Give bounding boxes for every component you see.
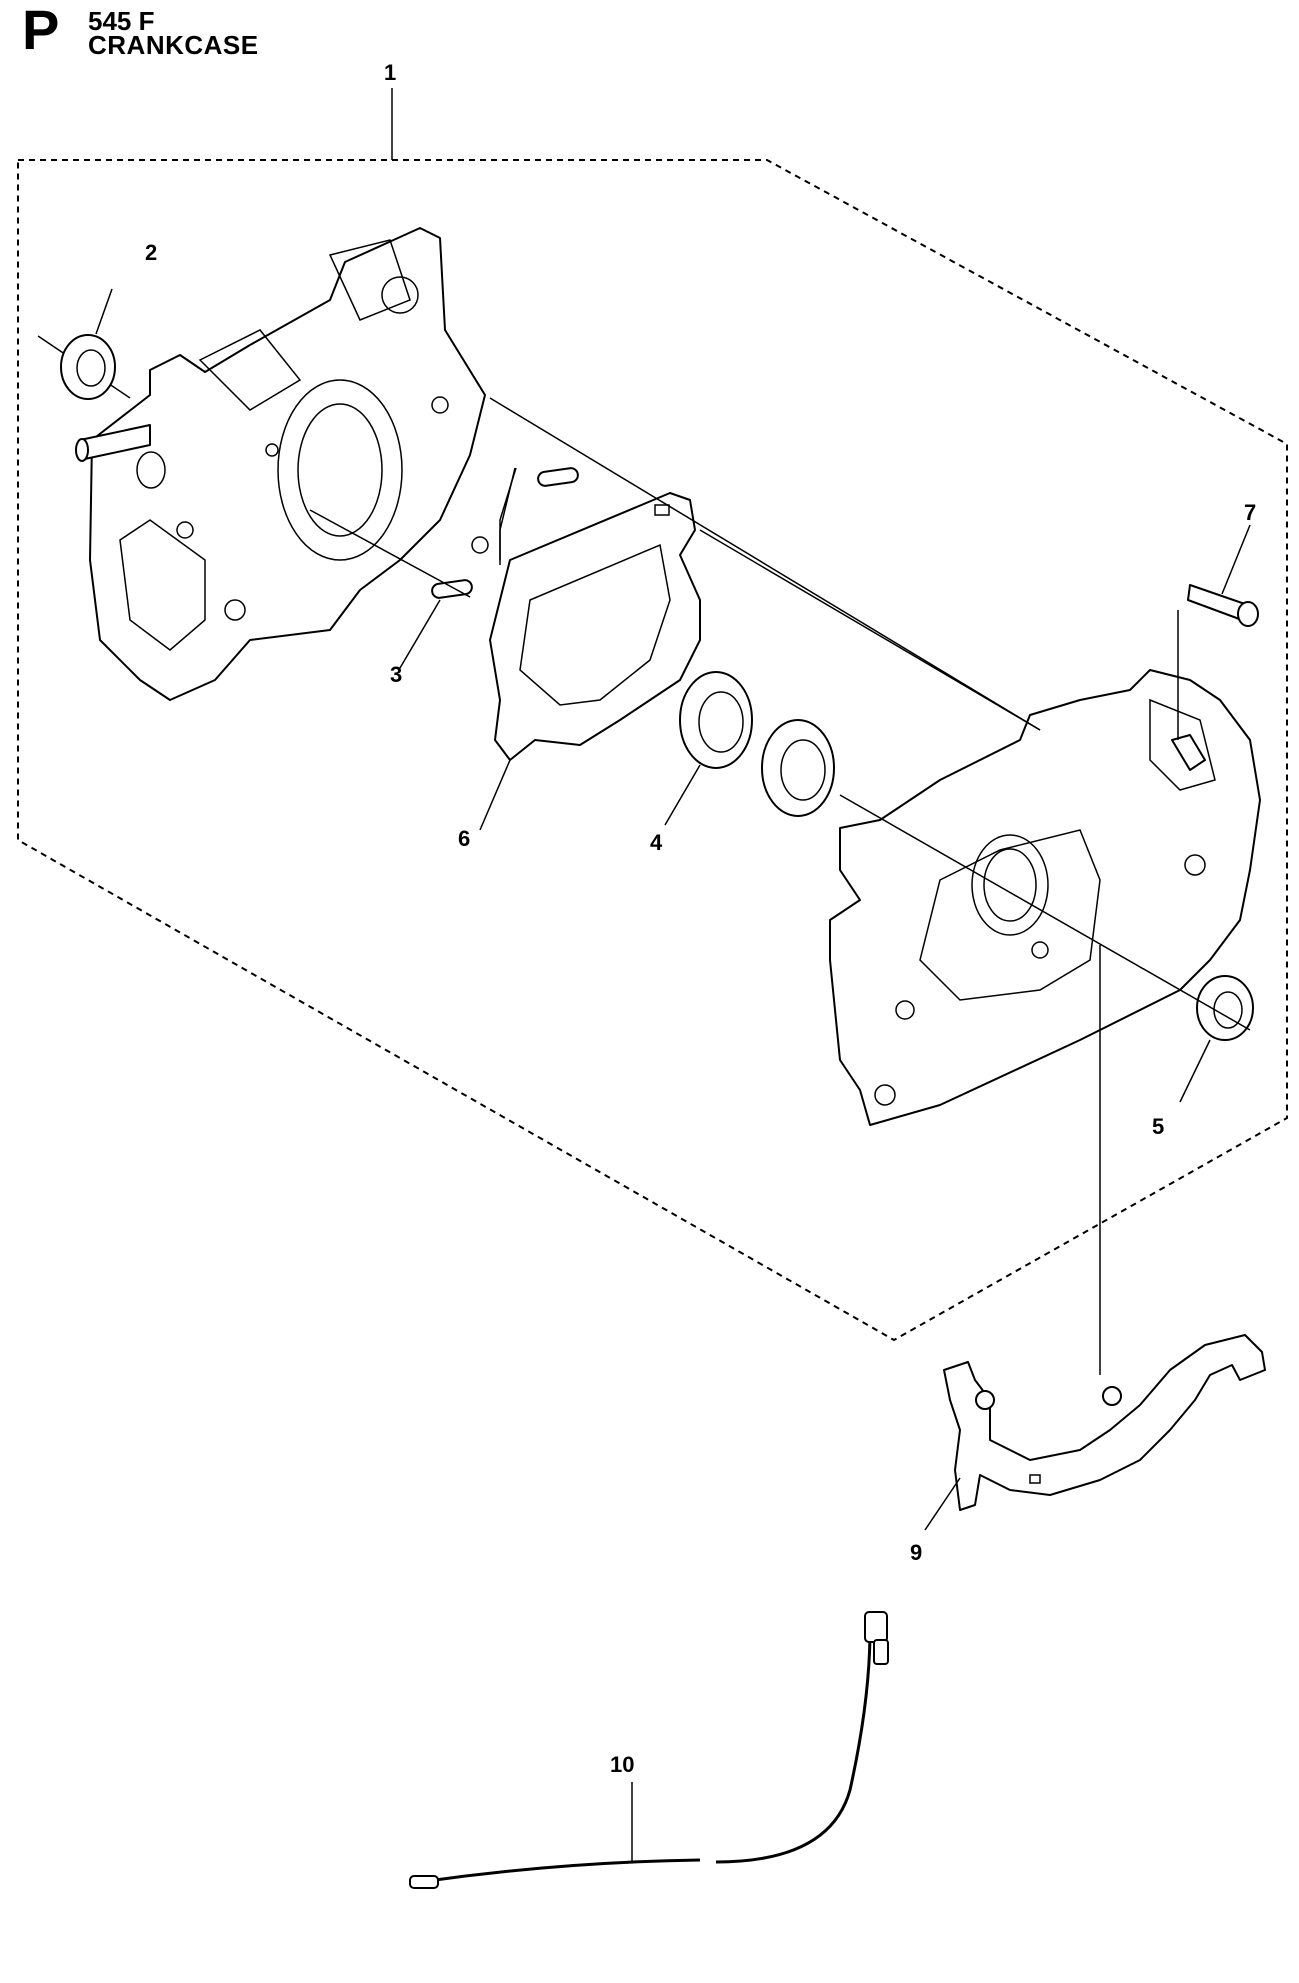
assembly-lines xyxy=(309,397,1251,1375)
callout-3: 3 xyxy=(390,662,402,687)
section-letter: P xyxy=(22,0,60,61)
callout-7: 7 xyxy=(1244,500,1256,525)
right-crankcase-half xyxy=(829,669,1261,1126)
callout-labels: 1 2 3 4 5 6 7 9 10 xyxy=(145,60,1256,1777)
callout-10: 10 xyxy=(610,1752,634,1777)
callout-9: 9 xyxy=(910,1540,922,1565)
part-5-seal xyxy=(1179,975,1254,1103)
part-9-bracket xyxy=(924,1334,1266,1531)
callout-1: 1 xyxy=(384,60,396,85)
part-10-cable xyxy=(409,1611,889,1889)
part-4-bearings xyxy=(664,671,835,826)
part-2-seal xyxy=(37,288,131,400)
part-6-gasket xyxy=(479,492,701,831)
page-title: CRANKCASE xyxy=(88,30,259,60)
callout-2: 2 xyxy=(145,240,157,265)
callout-4: 4 xyxy=(650,830,663,855)
callout-6: 6 xyxy=(458,826,470,851)
assembly-boundary xyxy=(17,159,1288,1342)
left-crankcase-half xyxy=(75,227,489,701)
callout-5: 5 xyxy=(1152,1114,1164,1139)
part-7-screw xyxy=(1187,524,1259,627)
model-name: 545 F xyxy=(88,6,155,36)
